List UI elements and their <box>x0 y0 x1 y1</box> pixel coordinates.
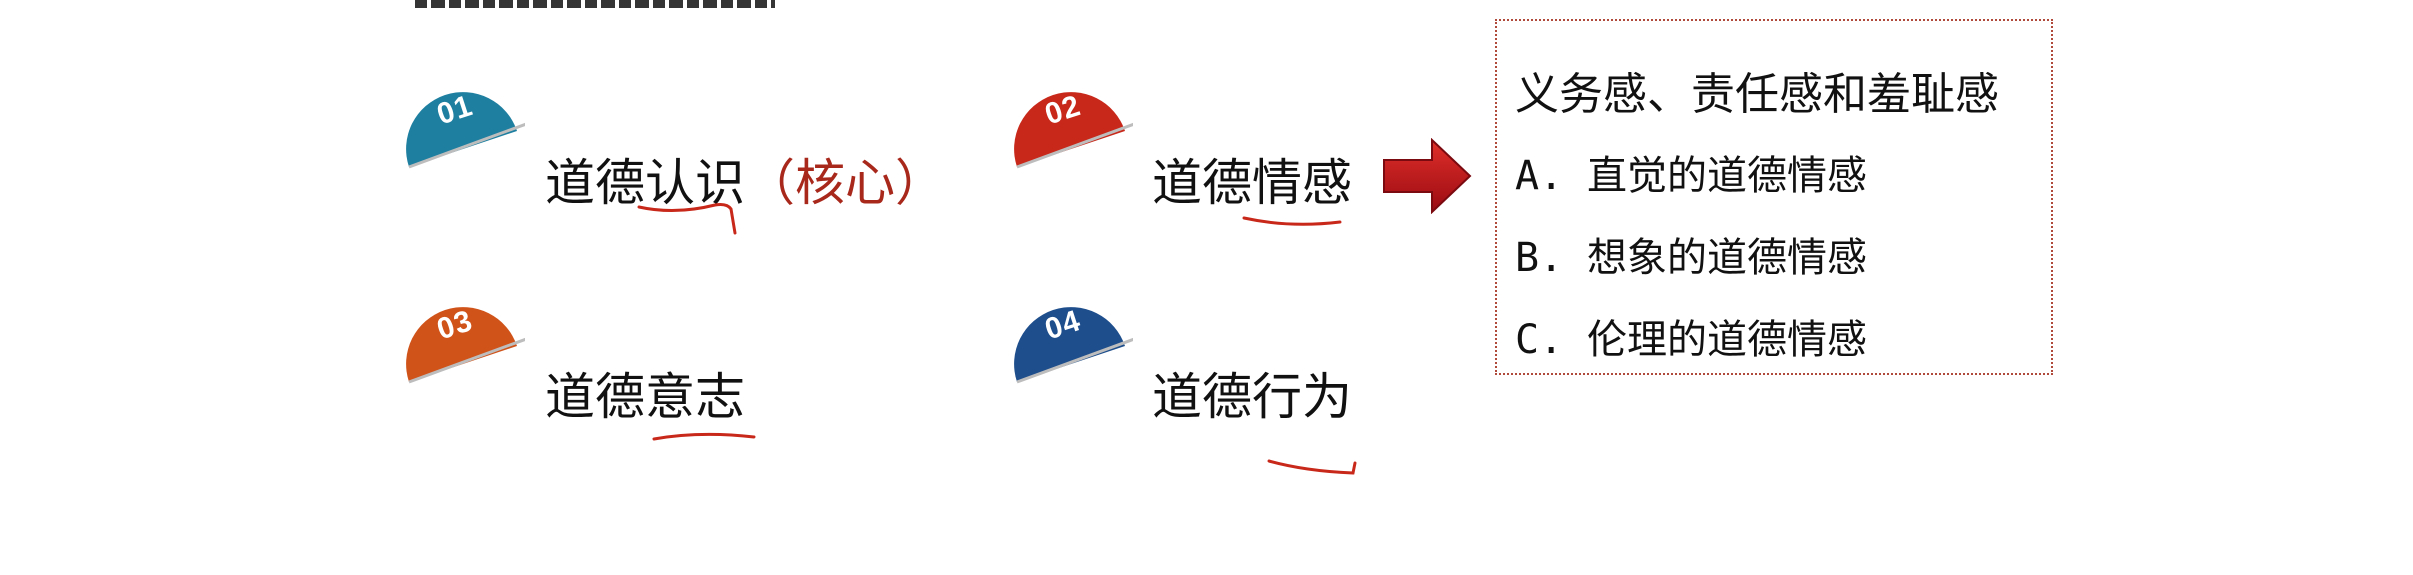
option-text: 伦理的道德情感 <box>1587 317 1867 363</box>
badge-shape <box>1014 307 1133 384</box>
item-note: （核心） <box>745 154 945 212</box>
item-label-text: 道德情感 <box>1152 154 1352 212</box>
option-text: 想象的道德情感 <box>1587 235 1867 281</box>
badge-shape <box>406 92 525 169</box>
arrow-right-icon <box>1383 138 1472 214</box>
badge-03: 03 <box>405 290 525 390</box>
underline-annotation <box>1267 459 1357 475</box>
item-label-1: 道德认识（核心） <box>545 158 945 208</box>
item-label-3: 道德意志 <box>545 372 745 422</box>
underline-annotation <box>1242 216 1342 226</box>
badge-01: 01 <box>405 75 525 175</box>
item-label-4: 道德行为 <box>1152 372 1352 422</box>
badge-shape <box>406 307 525 384</box>
option-letter: C. <box>1515 317 1564 363</box>
badge-02: 02 <box>1013 75 1133 175</box>
info-box: 义务感、责任感和羞耻感 A. 直觉的道德情感 B. 想象的道德情感 C. 伦理的道德情… <box>1495 19 2053 375</box>
option-letter: A. <box>1515 153 1564 199</box>
option-letter: B. <box>1515 235 1564 281</box>
item-label-text: 道德意志 <box>545 368 745 426</box>
cropped-title <box>415 0 775 8</box>
info-title: 义务感、责任感和羞耻感 <box>1515 69 1999 120</box>
item-label-text: 道德认识 <box>545 154 745 212</box>
info-option-c: C. 伦理的道德情感 <box>1515 307 1867 365</box>
info-option-b: B. 想象的道德情感 <box>1515 225 1867 283</box>
item-label-2: 道德情感 <box>1152 158 1352 208</box>
badge-shape <box>1014 92 1133 169</box>
item-label-text: 道德行为 <box>1152 368 1352 426</box>
badge-04: 04 <box>1013 290 1133 390</box>
option-text: 直觉的道德情感 <box>1587 153 1867 199</box>
info-option-a: A. 直觉的道德情感 <box>1515 143 1867 201</box>
underline-annotation <box>652 432 756 441</box>
underline-annotation <box>637 203 737 235</box>
